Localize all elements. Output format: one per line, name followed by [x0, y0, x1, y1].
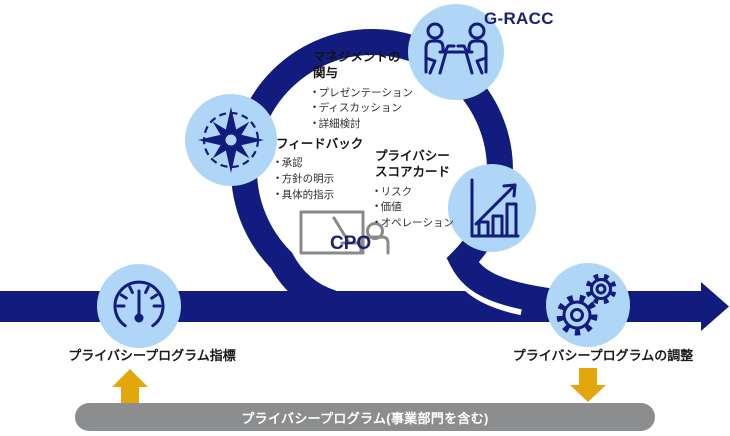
medallion-circle	[546, 263, 630, 347]
feedback-items: 承認 方針の明示 具体的指示	[276, 156, 363, 203]
list-item: 詳細検討	[313, 117, 413, 133]
list-item: プレゼンテーション	[313, 86, 413, 102]
list-item: 承認	[276, 156, 363, 172]
list-item: 方針の明示	[276, 172, 363, 188]
presenter-desk-icon	[299, 210, 390, 255]
metrics-medallion	[97, 264, 181, 348]
g-racc-label: G-RACC	[484, 9, 554, 28]
management-block: マネジメントの 関与 プレゼンテーション ディスカッション 詳細検討	[313, 49, 413, 133]
gears-icon	[556, 273, 617, 336]
adjust-label: プライバシープログラムの調整	[512, 348, 694, 363]
g-racc-medallion	[408, 4, 504, 100]
list-item: 具体的指示	[276, 188, 363, 204]
list-item: ディスカッション	[313, 101, 413, 117]
program-bar: プライバシープログラム(事業部門を含む)	[75, 403, 655, 431]
governance-loop	[231, 28, 574, 317]
list-item: オペレーション	[375, 216, 454, 232]
adjust-medallion	[546, 263, 630, 347]
feedback-title: フィードバック	[276, 137, 364, 151]
down-arrow-icon	[570, 368, 606, 402]
gauge-icon	[113, 280, 165, 328]
program-bar-label: プライバシープログラム(事業部門を含む)	[241, 410, 489, 426]
management-title: マネジメントの 関与	[313, 50, 401, 81]
feedback-medallion	[185, 94, 277, 186]
cpo-label: CPO	[330, 233, 372, 254]
compass-icon	[198, 107, 264, 173]
scorecard-items: リスク 価値 オペレーション	[375, 185, 454, 232]
feedback-block: フィードバック 承認 方針の明示 具体的指示	[276, 136, 363, 204]
list-item: リスク	[375, 185, 454, 201]
scorecard-block: プライバシー スコアカード リスク 価値 オペレーション	[375, 148, 454, 232]
scorecard-title: プライバシー スコアカード	[375, 149, 451, 180]
metrics-label: プライバシープログラム指標	[68, 348, 236, 363]
list-item: 価値	[375, 200, 454, 216]
meeting-icon	[424, 22, 488, 75]
bar-chart-icon	[470, 178, 520, 238]
up-arrow-icon	[112, 369, 148, 403]
management-items: プレゼンテーション ディスカッション 詳細検討	[313, 86, 413, 133]
scorecard-medallion	[448, 164, 536, 252]
